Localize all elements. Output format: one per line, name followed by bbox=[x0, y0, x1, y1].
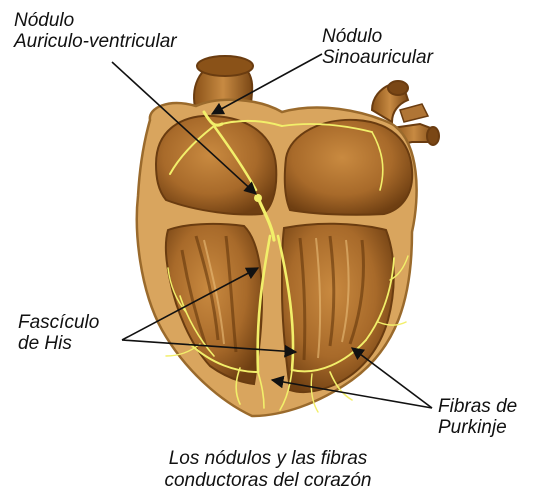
label-his-bundle: Fascículo de His bbox=[18, 312, 99, 354]
label-his-bundle-line2: de His bbox=[18, 333, 99, 354]
caption-line2: conductoras del corazón bbox=[0, 470, 536, 492]
caption-line1: Los nódulos y las fibras bbox=[0, 448, 536, 470]
left-atrium bbox=[285, 120, 412, 215]
label-av-node: Nódulo Auriculo-ventricular bbox=[14, 10, 177, 52]
label-av-node-line2: Auriculo-ventricular bbox=[14, 31, 177, 52]
label-his-bundle-line1: Fascículo bbox=[18, 312, 99, 333]
label-av-node-line1: Nódulo bbox=[14, 10, 177, 31]
label-purkinje-line2: Purkinje bbox=[438, 417, 517, 438]
figure-caption: Los nódulos y las fibras conductoras del… bbox=[0, 448, 536, 492]
label-sa-node-line2: Sinoauricular bbox=[322, 47, 433, 68]
label-purkinje: Fibras de Purkinje bbox=[438, 396, 517, 438]
label-sa-node-line1: Nódulo bbox=[322, 26, 433, 47]
label-purkinje-line1: Fibras de bbox=[438, 396, 517, 417]
pointer-purkinje-left bbox=[352, 348, 432, 408]
label-sa-node: Nódulo Sinoauricular bbox=[322, 26, 433, 68]
